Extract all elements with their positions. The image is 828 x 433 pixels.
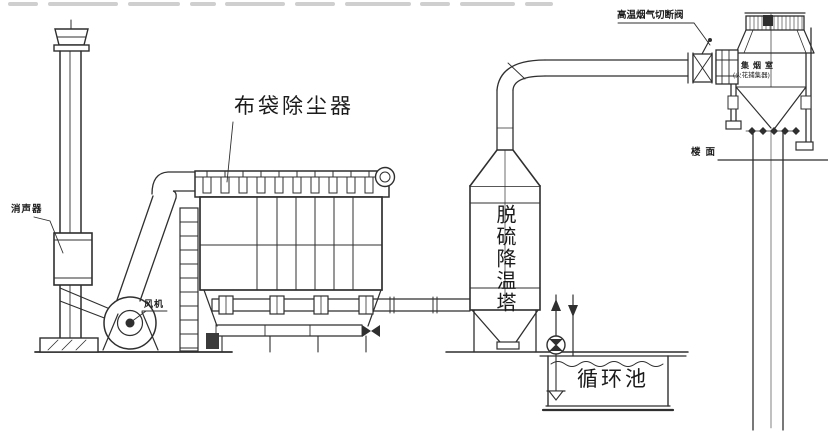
bag-filter: [194, 166, 396, 353]
leader-lines: [33, 22, 711, 323]
charge-level-marks: [748, 127, 800, 135]
fan: [59, 287, 159, 351]
circulation-pool-label: 循环池: [577, 367, 649, 391]
chimney-stack: [39, 19, 99, 353]
pulse-valves: [202, 170, 374, 194]
cupola-furnace: [725, 12, 815, 431]
floor-level-label: 楼面: [691, 147, 721, 158]
pump-icon: [546, 335, 566, 355]
silencer: [53, 232, 93, 286]
conveyor-duct: [211, 295, 471, 315]
ladder: [179, 207, 199, 352]
shutoff-valve-label: 高温烟气切断阀: [617, 10, 684, 21]
circulation-pool: [539, 355, 687, 412]
tower-inlet-duct: [496, 59, 689, 151]
valve-lever: [701, 40, 710, 55]
desulfurization-tower: [469, 149, 541, 353]
outlet-flange: [374, 166, 396, 188]
cropped-top-text: [8, 2, 553, 6]
fan-label: 风机: [144, 299, 165, 309]
shutoff-valve: [687, 38, 739, 85]
bag-filter-label: 布袋除尘器: [234, 94, 354, 118]
fan-inlet-duct: [116, 171, 198, 302]
cupola-chamber-label: 集烟室: [741, 61, 777, 70]
silencer-label: 消声器: [11, 204, 43, 215]
water-line: [550, 361, 664, 367]
pool-pipes: [546, 294, 578, 401]
rotary-valve-icon: [206, 333, 219, 349]
tower-label: 脱硫降温塔: [493, 204, 515, 314]
bearing-blocks: [218, 295, 374, 315]
cupola-chamber-sublabel: (火花捕集器): [733, 72, 770, 79]
slide-valve-icon: [362, 325, 371, 337]
up-arrow-icon: [551, 299, 561, 311]
strainer-icon: [546, 390, 566, 401]
down-arrow-icon: [568, 305, 578, 317]
